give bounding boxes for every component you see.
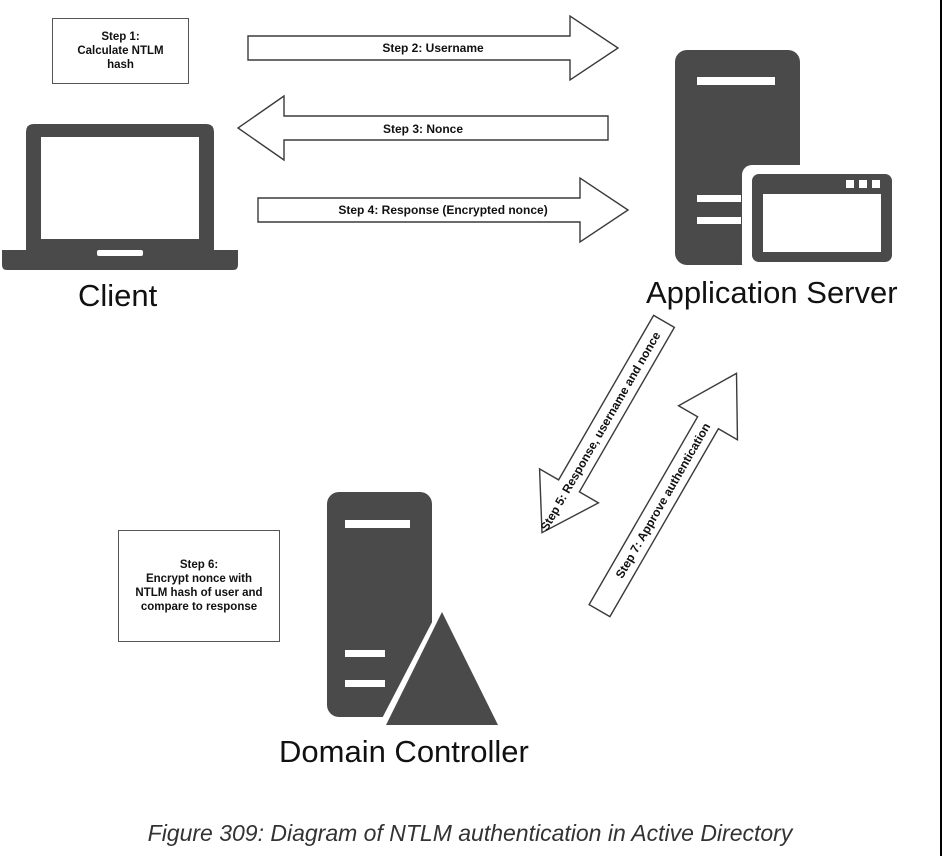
step5-label: Step 5: Response, username and nonce [538, 329, 664, 533]
client-label: Client [78, 278, 158, 313]
application-server-label: Application Server [646, 275, 898, 310]
step2-arrow: Step 2: Username [247, 14, 620, 82]
step3-arrow: Step 3: Nonce [236, 94, 609, 162]
server-icon [675, 50, 904, 273]
step4-arrow: Step 4: Response (Encrypted nonce) [257, 176, 630, 244]
step7-arrow: Step 7: Approve authentication [588, 372, 739, 618]
laptop-icon [2, 124, 238, 270]
figure-caption: Figure 309: Diagram of NTLM authenticati… [147, 820, 793, 846]
step4-label: Step 4: Response (Encrypted nonce) [338, 203, 547, 217]
step1-label: Step 1: Calculate NTLM hash [77, 31, 164, 71]
step1-box: Step 1: Calculate NTLM hash [52, 18, 189, 84]
step7-label: Step 7: Approve authentication [613, 421, 714, 581]
step3-label: Step 3: Nonce [383, 122, 463, 136]
step2-label: Step 2: Username [382, 41, 484, 55]
step6-label: Step 6: Encrypt nonce with NTLM hash of … [135, 559, 263, 613]
domain-controller-icon [327, 492, 508, 730]
step6-box: Step 6: Encrypt nonce with NTLM hash of … [118, 530, 280, 642]
domain-controller-label: Domain Controller [279, 734, 529, 769]
